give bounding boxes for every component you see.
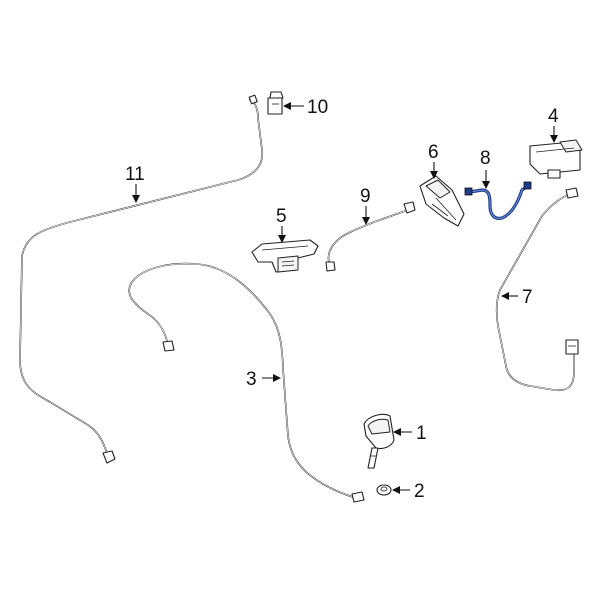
callout-9: 9 bbox=[360, 186, 371, 225]
callout-5-label: 5 bbox=[276, 206, 287, 227]
part-1-antenna bbox=[363, 413, 395, 469]
part-7-cable bbox=[495, 187, 579, 392]
callout-9-label: 9 bbox=[360, 186, 371, 207]
callout-6: 6 bbox=[428, 142, 439, 179]
callout-7: 7 bbox=[501, 287, 533, 308]
callout-8-label: 8 bbox=[480, 148, 491, 169]
callout-2: 2 bbox=[392, 481, 425, 502]
callout-4-label: 4 bbox=[548, 106, 559, 127]
callout-1: 1 bbox=[393, 423, 427, 444]
callout-7-label: 7 bbox=[522, 287, 533, 308]
part-11-antenna-cable bbox=[19, 94, 263, 464]
callout-5: 5 bbox=[276, 206, 287, 243]
callout-6-label: 6 bbox=[428, 142, 439, 163]
part-5-bracket bbox=[251, 239, 319, 273]
part-8-cable-highlighted bbox=[464, 181, 532, 220]
callout-3-label: 3 bbox=[246, 369, 257, 390]
callout-10-label: 10 bbox=[307, 97, 328, 118]
callout-4: 4 bbox=[548, 106, 559, 143]
part-3-cable bbox=[128, 262, 365, 503]
callout-11: 11 bbox=[125, 164, 145, 203]
part-9-cable bbox=[325, 201, 416, 272]
part-2-nut bbox=[376, 484, 392, 496]
part-10-connector bbox=[267, 91, 284, 115]
callout-3: 3 bbox=[246, 369, 281, 390]
callout-10: 10 bbox=[283, 97, 328, 118]
callout-11-label: 11 bbox=[125, 164, 145, 185]
callout-1-label: 1 bbox=[416, 423, 427, 444]
part-6-module bbox=[419, 175, 465, 227]
part-4-control-unit bbox=[529, 139, 583, 179]
callout-8: 8 bbox=[480, 148, 491, 189]
callout-2-label: 2 bbox=[414, 481, 425, 502]
